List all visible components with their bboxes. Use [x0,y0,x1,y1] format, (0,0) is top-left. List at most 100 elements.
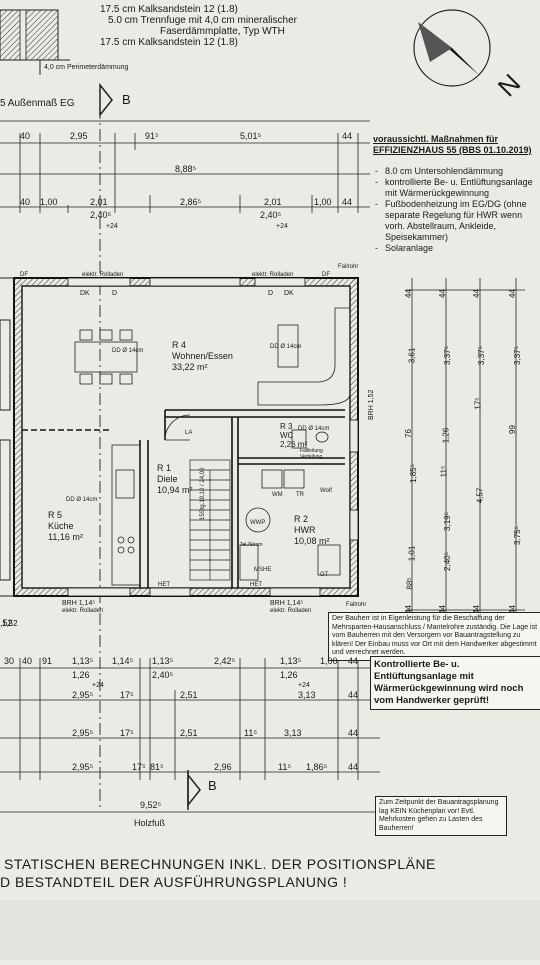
label-fallrohr-bottom: Fallrohr [346,602,367,608]
kitchen-counter [111,444,141,586]
room-r1-area: 10,94 m² [157,485,193,495]
wall-section-detail [0,9,70,75]
dim-bot-r2-4: 44 [348,690,359,700]
label-la: LA [185,430,193,436]
measures-title1: voraussichtl. Maßnahmen für [373,134,499,144]
room-r3: R 3 WC 2,26 m² [280,422,307,449]
side-dimension-lines [406,278,525,620]
room-r5-area: 11,16 m² [48,532,83,542]
side-col4-3: 3,75⁵ [512,526,522,545]
label-brh-side: BRH 1,52 [368,389,375,420]
dim-bot-r3-1: 17⁵ [120,728,134,738]
dim-top-r3-5: 1,00 [314,197,332,207]
side-col1-3: 1,85⁵ [408,464,418,483]
label-fallleitung: Fallleitung Verteilung [300,448,323,460]
room-r2-name: HWR [294,525,316,535]
section-label-top: B [122,92,131,107]
label-dd-r4a: DD Ø 14cm [112,348,144,354]
measures-title2: EFFIZIENZHAUS 55 (BBS 01.10.2019) [373,145,532,155]
side-col2-5: 2,40⁵ [442,552,452,571]
adjacent-house [0,277,14,597]
wall-legend-line4: 17.5 cm Kalksandstein 12 (1.8) [100,37,238,48]
dim-bot-r1-1: 40 [22,656,33,666]
label-brh-left: BRH 1,14⁵ [62,600,96,607]
label-rolladen-bottom1: elektr. Rolladen [62,608,104,614]
kontrolliert-note: Kontrollierte Be- u. Entlüftungsanlage m… [370,656,540,710]
dim-bot-r1-4: 1,14⁵ [112,656,134,666]
dim-bot-r1-0: 30 [4,656,15,666]
room-r1-name: Diele [157,474,178,484]
dim-top-r3-4: 2,01 [264,197,282,207]
side-col1-0: 44 [403,289,413,298]
side-col4-1: 3,37⁵ [512,346,522,365]
measures-block: voraussichtl. Maßnahmen für EFFIZIENZHAU… [373,134,540,254]
bauherr-note: Der Bauherr ist in Eigenleistung für die… [328,612,540,661]
dim-bot-r2-0: 2,95⁵ [72,690,94,700]
dim-bot-r1-5: 1,13⁵ [152,656,174,666]
side-col2-1: 3,37⁵ [442,346,452,365]
dim-bot-r3-2: 2,51 [180,728,198,738]
dim-bot-r4-1: 17⁵ [132,762,146,772]
dim-bot-r4-5: 1,86⁵ [306,762,328,772]
side-col4-2: 99 [507,425,517,434]
label-dk-2: DK [284,290,294,297]
dim-bot-sub-2: 2,40⁵ [152,670,174,680]
room-r2-id: R 2 [294,514,309,524]
dim-top-r3-0: 40 [20,197,31,207]
label-d-1: D [112,290,118,297]
dim-bot-r1-2: 91 [42,656,53,666]
side-col4-0: 44 [507,289,517,298]
section-line-b [99,82,201,810]
label-tel: Tel./Strom [240,542,263,548]
footer-line2: D BESTANDTEIL DER AUSFÜHRUNGSPLANUNG ! [0,874,348,890]
room-r5-name: Küche [48,521,74,531]
side-col1-4: 1,01 [407,545,417,562]
dim-top-r1-3: 5,01⁵ [240,131,262,141]
side-col2-2: 1,26 [441,427,451,444]
dim-bot-r1-7: 1,13⁵ [280,656,302,666]
label-brh-right: BRH 1,14⁵ [270,600,304,607]
label-entry-side: 1,52 [2,619,18,628]
dim-bot-r2-1: 17⁵ [120,690,134,700]
label-stair: 15Stg.19,10 / 24,00 [200,467,206,520]
footer-line1: STATISCHEN BERECHNUNGEN INKL. DER POSITI… [4,856,436,872]
side-col2-0: 44 [437,289,447,298]
room-r4-id: R 4 [172,340,187,350]
dim-bot-sub-0: 1,26 [72,670,90,680]
north-arrow [413,9,491,87]
dim-bot-r3-4: 3,13 [284,728,302,738]
dim-top-r1-1: 2,95 [70,131,88,141]
dim-top-sub-1: +24 [106,223,118,230]
bottom-dimension-lines [0,658,380,813]
dim-bot-sub-1: +24 [92,682,104,689]
dim-top-r1-4: 44 [342,131,353,141]
room-r3-area: 2,26 m² [280,440,308,449]
side-col1-2: 76 [403,429,413,438]
label-dd-r4b: DD Ø 14cm [270,344,302,350]
dim-bot-r1-3: 1,13⁵ [72,656,94,666]
label-df-right: DF [322,272,330,278]
side-col2-3: 11⁵ [439,465,449,478]
room-r5: R 5 Küche 11,16 m² [48,510,83,543]
label-tr: TR [296,492,304,498]
dim-bot-r2-2: 2,51 [180,690,198,700]
room-r4-area: 33,22 m² [172,362,208,372]
wc-fixtures [291,429,329,449]
side-col3-3: 4,57 [475,487,485,504]
dim-top-sub-2: 2,40⁵ [260,210,282,220]
label-wm: WM [272,492,283,498]
dim-left-52: ,52 [0,618,13,628]
hwr-appliances [239,469,341,581]
label-wwp: WWP [250,520,266,526]
dim-bot-r4-0: 2,95⁵ [72,762,94,772]
perimeter-label: 4,0 cm Perimeterdämmung [44,64,129,71]
label-gt: GT [320,572,329,578]
side-col1-5: 88⁵ [405,577,415,590]
entry-door [164,414,191,441]
dim-bot-r4-4: 11⁵ [278,762,292,772]
measure-item-2: Fußbodenheizung im EG/DG (ohne separate … [375,199,540,243]
side-col1-1: 3,61 [407,347,417,364]
dim-bot-r4-3: 2,96 [214,762,232,772]
sofa [257,307,351,406]
